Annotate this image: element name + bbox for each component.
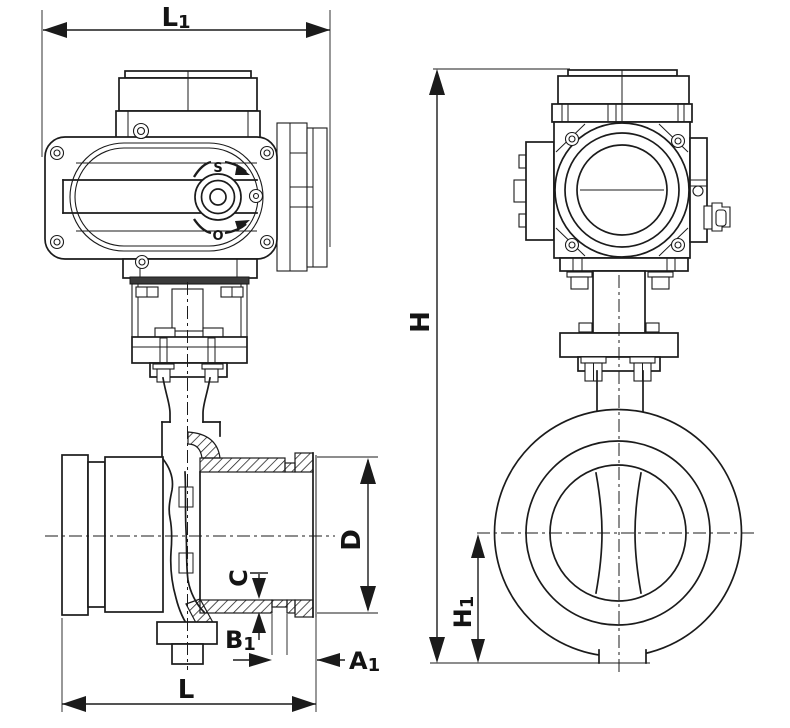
label-h1: H1 (449, 596, 478, 629)
disc-edge-right (634, 472, 642, 594)
label-l: L (178, 675, 195, 705)
label-l1: L1 (161, 3, 190, 33)
terminal-box-side (689, 137, 708, 243)
pipe-end-left (61, 454, 164, 616)
dimension-h1: H1 (449, 534, 485, 663)
actuator-housing-side (553, 121, 691, 259)
label-c: C (225, 569, 253, 587)
side-view (477, 69, 758, 676)
dimension-l: L (62, 675, 316, 712)
indicator-open-label: O (212, 229, 223, 244)
front-view: S O (41, 10, 335, 712)
dimension-l1-extensions (41, 10, 331, 247)
actuator-cap-side (551, 69, 693, 123)
label-d: D (337, 529, 367, 551)
dimension-d: D (317, 456, 378, 614)
dimension-b1: B1 (225, 612, 266, 655)
label-h: H (406, 311, 436, 333)
mounting-bracket-side (559, 257, 689, 417)
label-a1: A1 (349, 647, 380, 676)
dimension-a1: A1 (233, 647, 380, 676)
valve-neck-front (161, 377, 221, 459)
counterclockwise-arrow-icon (235, 220, 250, 231)
actuator-housing-front (44, 136, 278, 260)
groove-extension-lines (61, 614, 317, 712)
position-indicator-dial: S O (192, 160, 264, 244)
indicator-shut-label: S (213, 161, 222, 176)
label-b1: B1 (225, 626, 256, 655)
actuator-bottom-flange (122, 254, 258, 279)
actuator-terminal-box (276, 122, 328, 272)
valve-body-side (493, 408, 743, 664)
dimension-h: H (406, 68, 650, 664)
dimension-l1: L1 (43, 3, 330, 38)
housing-corner-screws (49, 122, 275, 250)
side-cover-left (513, 141, 555, 241)
mounting-bracket-front (129, 276, 250, 383)
cable-gland (703, 202, 731, 232)
clockwise-arrow-icon (235, 164, 250, 175)
dimension-c: C (225, 569, 268, 599)
